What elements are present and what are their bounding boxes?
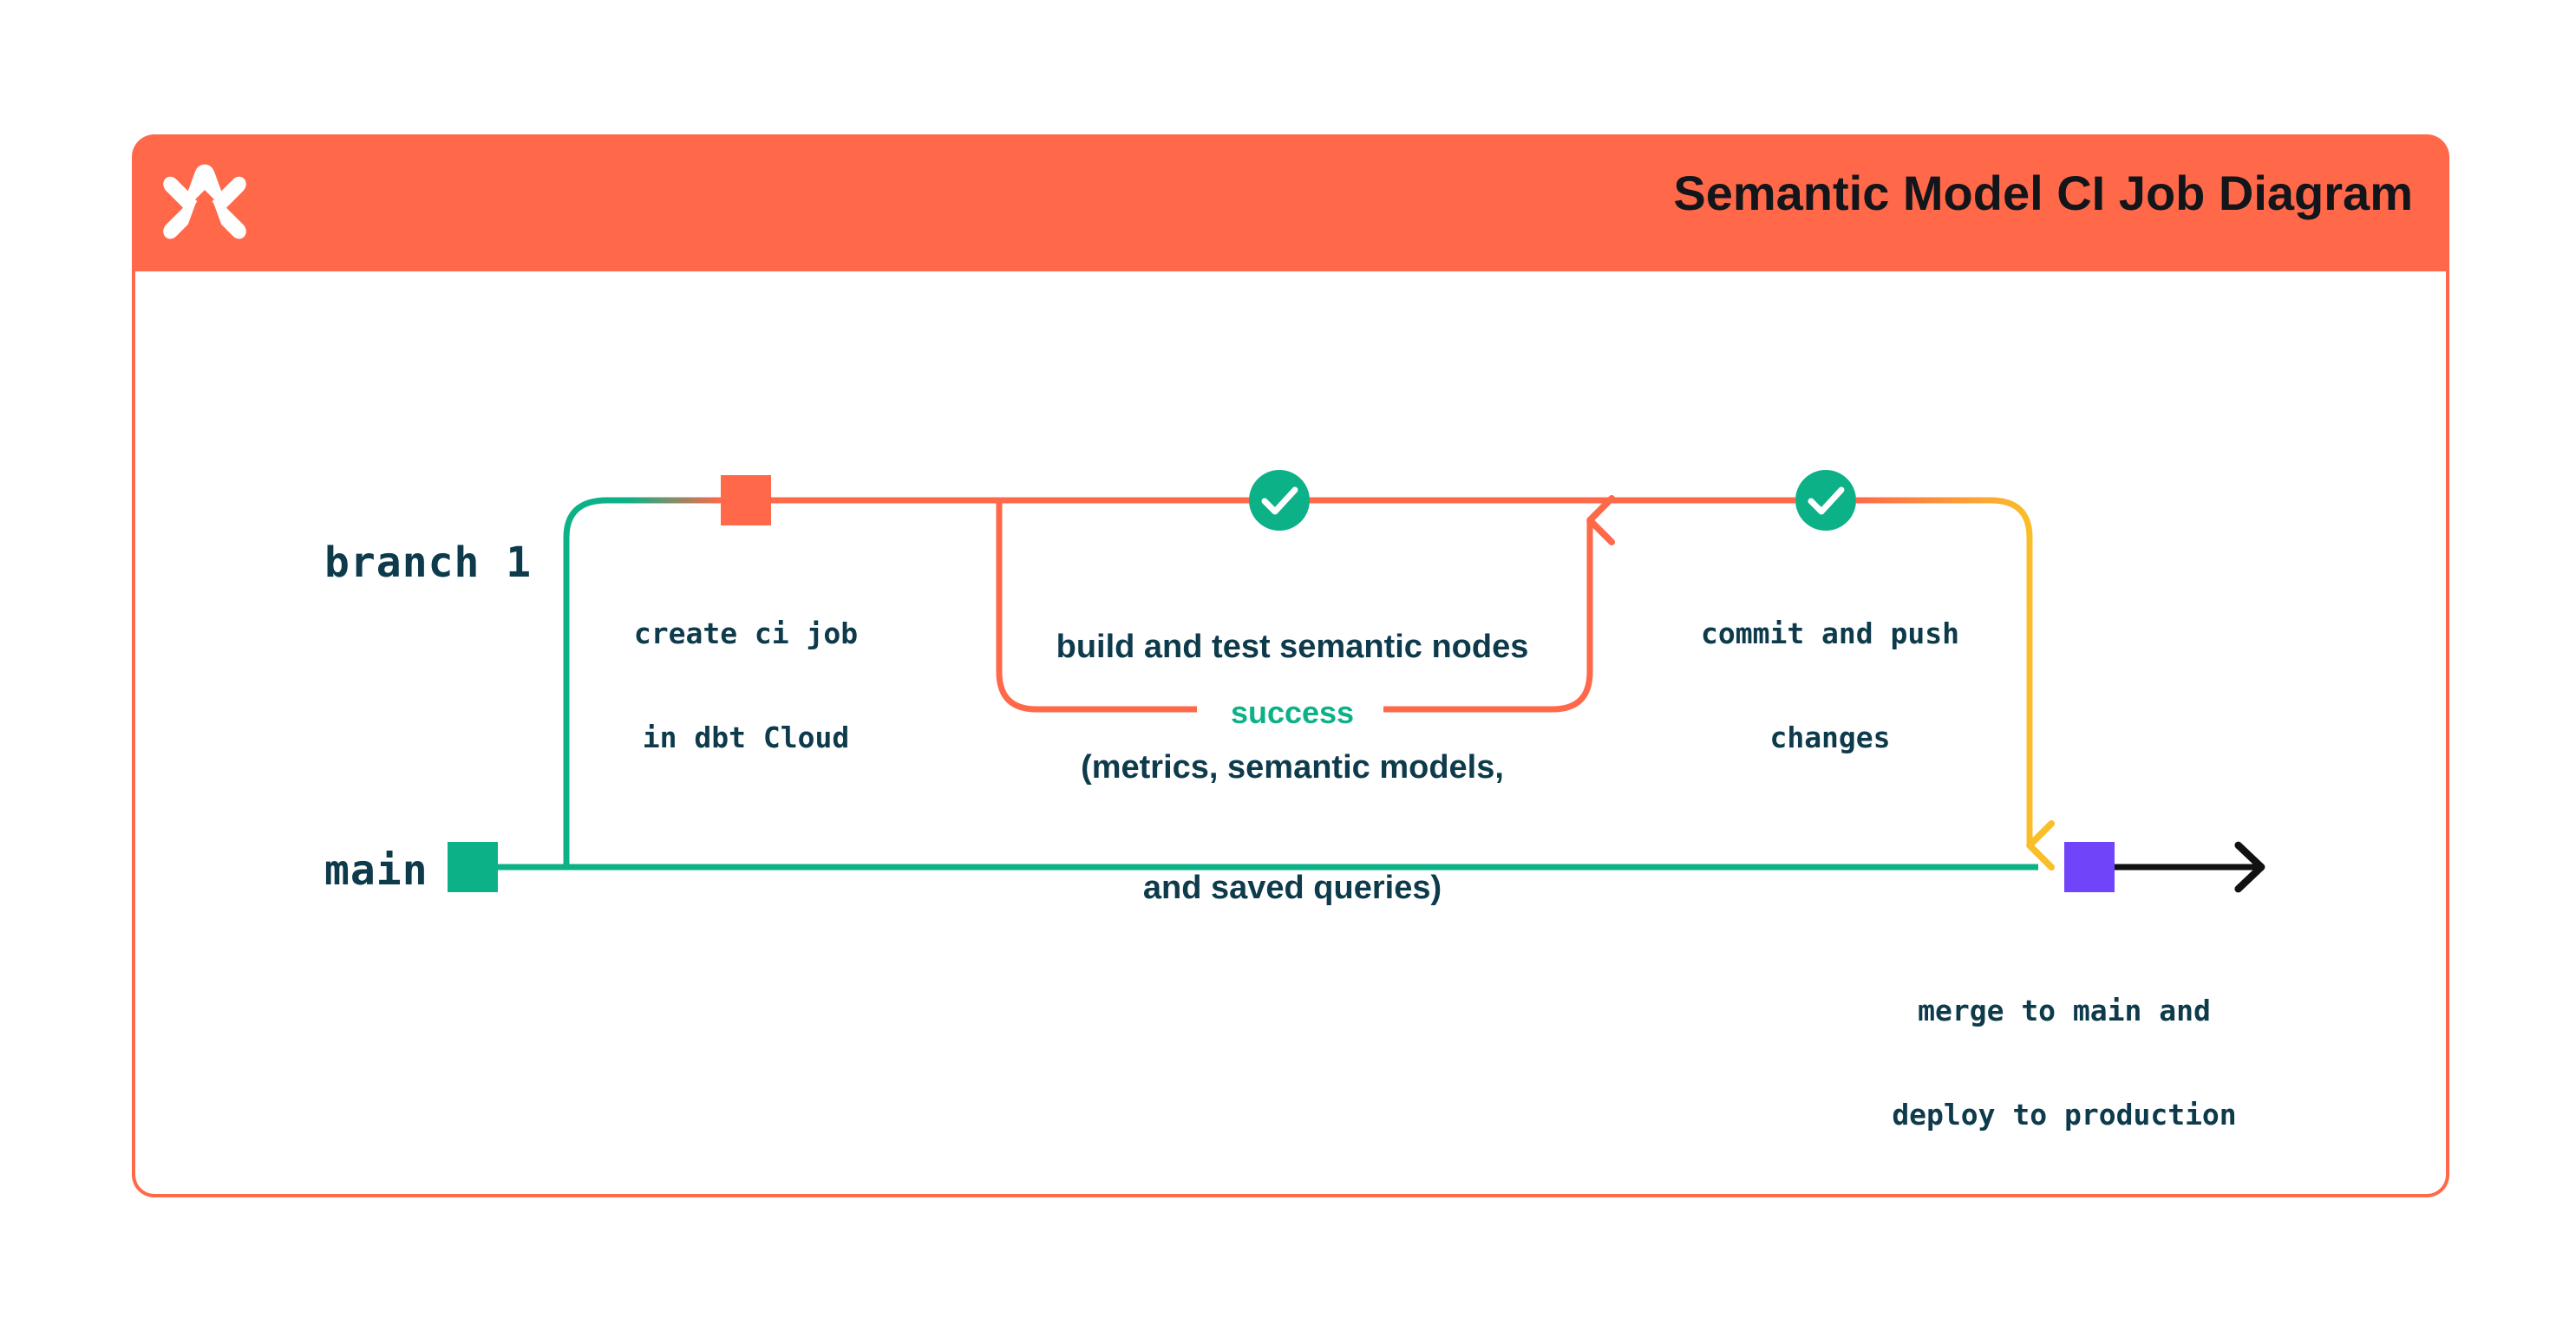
dbt-logo-icon bbox=[163, 158, 246, 241]
node-create-ci-job bbox=[721, 475, 771, 525]
node-label-line: in dbt Cloud bbox=[642, 721, 850, 755]
node-label-line: and saved queries) bbox=[1142, 869, 1442, 906]
lane-label-branch1: branch 1 bbox=[324, 538, 533, 587]
edge-label-success: success bbox=[1230, 695, 1355, 730]
edge-success-loop-right bbox=[1383, 494, 1616, 713]
node-merge-to-main bbox=[2064, 842, 2115, 892]
lane-label-main: main bbox=[324, 846, 428, 895]
check-circle-icon bbox=[1795, 470, 1856, 531]
edge-push-gradient bbox=[1856, 497, 2033, 607]
node-label-line: merge to main and bbox=[1918, 993, 2211, 1027]
node-label-line: build and test semantic nodes bbox=[1056, 628, 1529, 665]
node-label-merge-to-main: merge to main and deploy to production bbox=[1856, 923, 2272, 1203]
node-label-line: create ci job bbox=[633, 616, 859, 650]
check-circle-icon bbox=[1249, 470, 1310, 531]
card-body bbox=[132, 271, 2449, 1197]
node-label-line: changes bbox=[1769, 721, 1891, 755]
node-build-and-test bbox=[1249, 470, 1310, 531]
node-label-commit-and-push: commit and push changes bbox=[1622, 546, 2038, 825]
node-label-create-ci-job: create ci job in dbt Cloud bbox=[538, 546, 954, 825]
node-label-build-and-test: build and test semantic nodes (metrics, … bbox=[980, 546, 1605, 988]
node-label-line: (metrics, semantic models, bbox=[1081, 748, 1504, 786]
page-title: Semantic Model CI Job Diagram bbox=[1673, 166, 2413, 220]
node-label-line: commit and push bbox=[1700, 616, 1959, 650]
node-main-start bbox=[448, 842, 498, 892]
edge-success-loop-left bbox=[996, 500, 1197, 713]
card-header bbox=[132, 134, 2449, 273]
node-label-line: deploy to production bbox=[1892, 1098, 2237, 1132]
edge-branch-from-main bbox=[563, 497, 724, 871]
node-commit-and-push bbox=[1795, 470, 1856, 531]
